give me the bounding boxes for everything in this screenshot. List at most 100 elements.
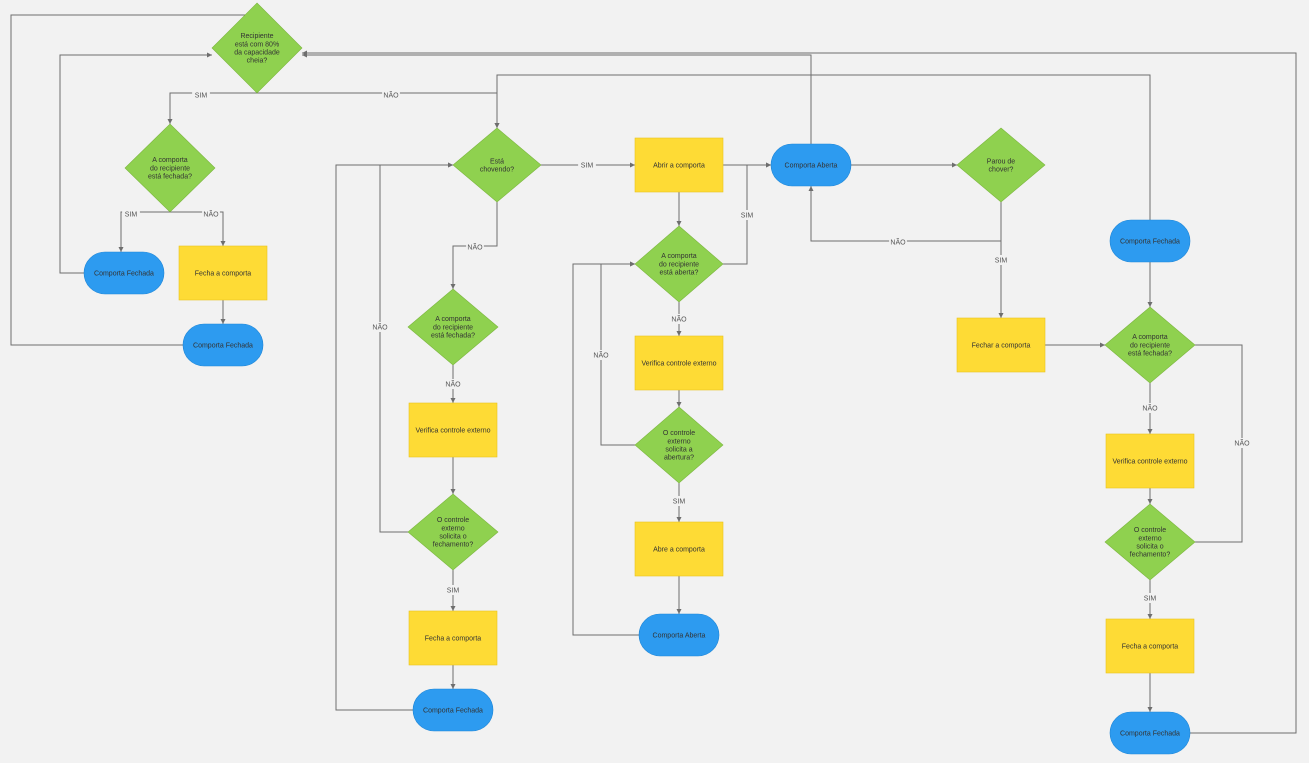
process-node-p-close-2[interactable]: Fecha a comporta	[408, 610, 498, 666]
node-label-line: está fechada?	[1128, 351, 1172, 358]
decision-diamond	[956, 127, 1046, 203]
process-box	[634, 521, 724, 577]
connector-e-closed1-nao: NÃO	[170, 209, 226, 246]
node-label-line: A comporta	[152, 157, 188, 164]
decision-diamond	[1104, 306, 1196, 384]
terminal-node-t-closed-2[interactable]: Comporta Fechada	[182, 323, 264, 367]
connector-e-t1-back	[59, 52, 212, 274]
decision-diamond	[407, 493, 499, 571]
connector-e-t4-top	[494, 74, 1151, 220]
edge-label-background	[382, 90, 400, 100]
process-node-p-open-1[interactable]: Abrir a comporta	[634, 137, 724, 193]
process-node-p-check-2[interactable]: Verifica controle externo	[634, 335, 724, 391]
process-box	[408, 402, 498, 458]
node-label-line: Comporta Fechada	[94, 270, 154, 277]
node-label-line: Comporta Fechada	[1120, 730, 1180, 737]
edge-label: SIM	[995, 258, 1008, 265]
terminal-pill	[1109, 711, 1191, 755]
process-node-p-open-2[interactable]: Abre a comporta	[634, 521, 724, 577]
edge-label-background	[670, 314, 688, 324]
edge-label-background	[1233, 438, 1251, 448]
node-label-line: O controle	[663, 430, 695, 437]
process-node-p-check-1[interactable]: Verifica controle externo	[408, 402, 498, 458]
terminal-node-t-closed-1[interactable]: Comporta Fechada	[83, 251, 165, 295]
connector-e-rain-sim: SIM	[541, 160, 635, 170]
node-label-line: cheia?	[247, 58, 268, 65]
process-node-p-check-3[interactable]: Verifica controle externo	[1105, 433, 1195, 489]
process-node-p-close-1[interactable]: Fecha a comporta	[178, 245, 268, 301]
connector-e-full-sim: SIM	[167, 90, 257, 124]
process-box	[408, 610, 498, 666]
edge-label: NÃO	[1142, 404, 1158, 413]
process-box	[634, 137, 724, 193]
edge-label-background	[1141, 403, 1159, 413]
connector-line	[257, 92, 500, 128]
node-label-line: Verifica controle externo	[641, 360, 716, 367]
edge-label: NÃO	[445, 380, 461, 389]
terminal-node-t-closed-3[interactable]: Comporta Fechada	[412, 688, 494, 732]
terminal-pill	[638, 613, 720, 657]
connector-e-dopen-nao: NÃO	[670, 302, 688, 336]
node-label-line: do recipiente	[659, 261, 699, 268]
node-label-line: Recipiente	[240, 33, 273, 40]
connector-e-topen2-full	[302, 52, 812, 144]
node-label-line: Fechar a comporta	[972, 342, 1031, 349]
process-box	[956, 317, 1046, 373]
node-label-line: está com 80%	[235, 41, 279, 48]
connector-e-t3-back	[335, 162, 453, 711]
terminal-pill	[412, 688, 494, 732]
connector-e-full-nao: NÃO	[257, 90, 500, 128]
node-label-line: externo	[1138, 535, 1161, 542]
process-node-p-close-4[interactable]: Fecha a comporta	[1105, 618, 1195, 674]
connector-e-closed3-loop: NÃO	[1195, 344, 1251, 543]
edge-label: SIM	[447, 588, 460, 595]
terminal-node-t-closed-5[interactable]: Comporta Fechada	[1109, 711, 1191, 755]
node-label-line: Comporta Aberta	[785, 162, 838, 169]
process-box	[1105, 433, 1195, 489]
edge-label-background	[992, 255, 1010, 265]
node-label-line: Comporta Fechada	[423, 707, 483, 714]
node-label-line: está aberta?	[660, 270, 699, 277]
node-label-line: Fecha a comporta	[1122, 643, 1179, 650]
edge-label-background	[444, 585, 462, 595]
process-node-p-close-3[interactable]: Fechar a comporta	[956, 317, 1046, 373]
connector-line	[167, 92, 257, 124]
node-label-line: está fechada?	[431, 333, 475, 340]
connector-line	[335, 162, 453, 711]
edge-label: NÃO	[383, 91, 399, 100]
connector-line	[302, 50, 1297, 734]
edge-label: NÃO	[593, 351, 609, 360]
node-label-line: chovendo?	[480, 167, 514, 174]
node-label-line: Parou de	[987, 158, 1016, 165]
terminal-node-t-closed-4[interactable]: Comporta Fechada	[1109, 219, 1191, 263]
node-label-line: O controle	[1134, 527, 1166, 534]
node-label-line: Fecha a comporta	[195, 270, 252, 277]
edge-label: NÃO	[467, 243, 483, 252]
process-box	[634, 335, 724, 391]
terminal-pill	[182, 323, 264, 367]
connector-line	[494, 74, 1151, 220]
decision-diamond	[634, 225, 724, 303]
edge-label-background	[889, 237, 907, 247]
connector-e-req1-sim: SIM	[444, 570, 462, 611]
terminal-node-t-open-2[interactable]: Comporta Aberta	[770, 143, 852, 187]
node-label-line: Fecha a comporta	[425, 635, 482, 642]
edge-label-background	[670, 496, 688, 506]
node-label-line: da capacidade	[234, 50, 280, 57]
edge-label-background	[738, 210, 756, 220]
connector-line	[808, 186, 1002, 242]
connector-e-stop-sim: SIM	[992, 241, 1010, 318]
terminal-node-t-open-1[interactable]: Comporta Aberta	[638, 613, 720, 657]
connector-e-rain-nao: NÃO	[450, 202, 498, 289]
connector-e-closed1-sim: SIM	[118, 209, 170, 252]
